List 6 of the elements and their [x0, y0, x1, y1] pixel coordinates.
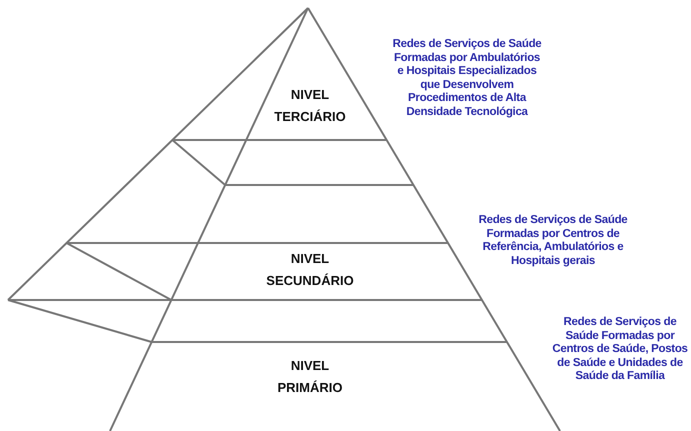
tier-label: NIVEL SECUNDÁRIO — [255, 248, 365, 292]
tier-label: NIVEL PRIMÁRIO — [265, 355, 355, 399]
description-text: Redes de Serviços de Saúde Formadas por Centros de Referência, Ambulatórios e Hospitais gerais — [478, 214, 628, 268]
tier-label: NIVEL TERCIÁRIO — [265, 84, 355, 128]
description-text: Redes de Serviços de Saúde Formadas por Centros de Saúde, Postos de Saúde e Unidades de Saúde da Família — [552, 316, 688, 384]
description-text: Redes de Serviços de Saúde Formadas por Ambulatórios e Hospitais Especializados que Desenvolvem Procedimentos de Alta Densidade Tecnológica — [392, 38, 542, 119]
